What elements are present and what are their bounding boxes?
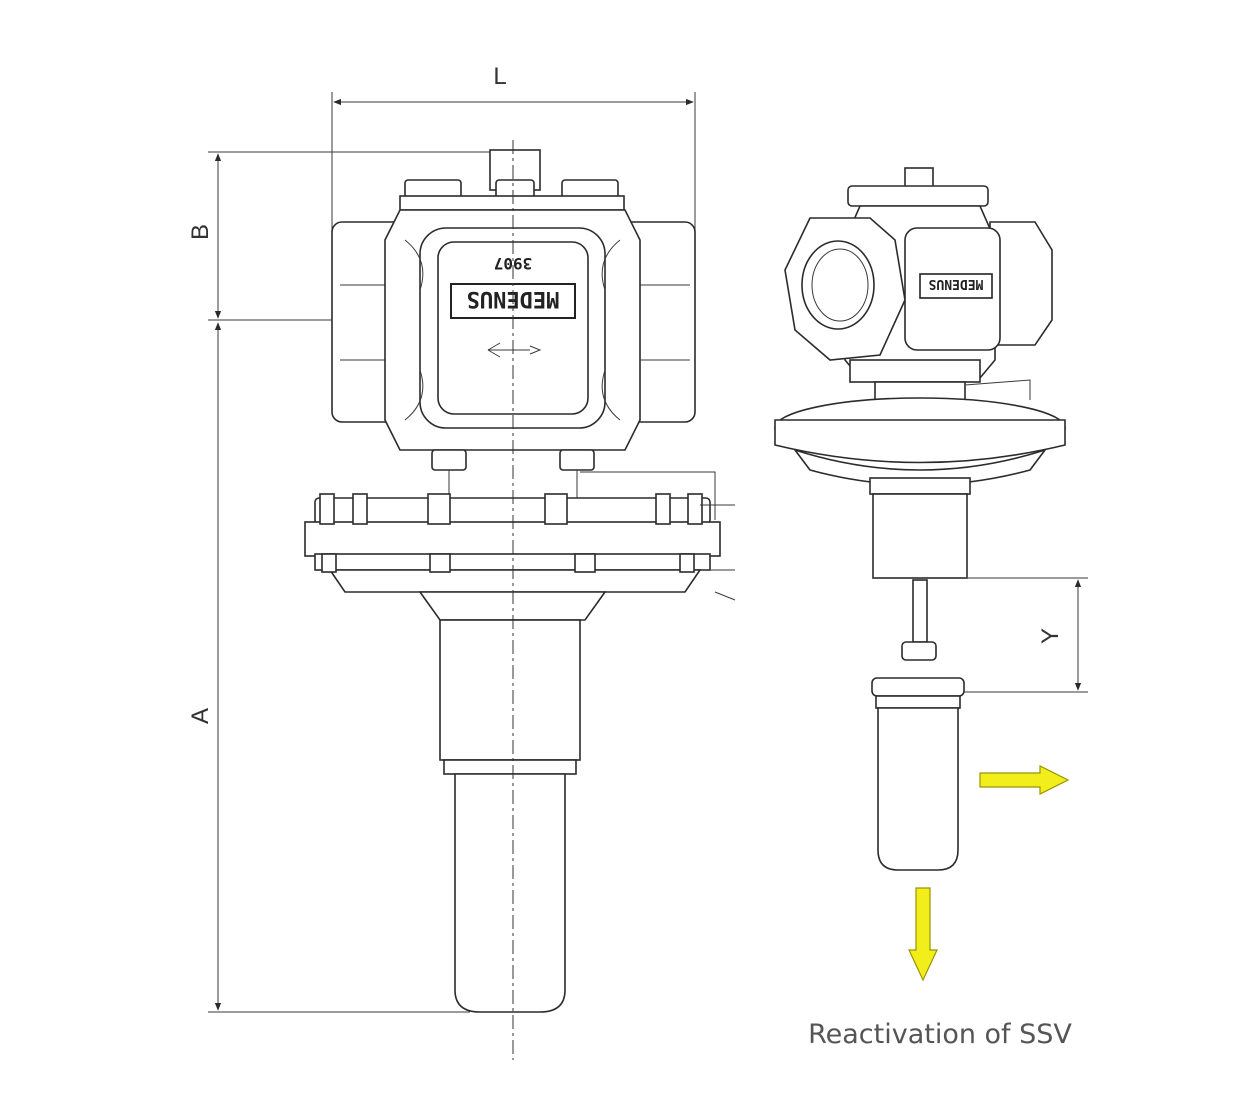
arrow-down-icon	[908, 887, 938, 982]
dimension-label-a: A	[187, 708, 214, 724]
dimension-label-b: B	[187, 224, 214, 240]
isometric-view: MEDENUS Y Reactivation of	[774, 167, 1088, 1050]
dimension-y: Y	[960, 577, 1088, 693]
front-view: L B A	[187, 63, 736, 1060]
removed-cap	[871, 677, 965, 871]
top-bolts	[399, 179, 625, 211]
iso-nameplate: MEDENUS	[919, 273, 993, 299]
spring-housing	[418, 591, 607, 1013]
nameplate-model: 3907	[494, 254, 533, 273]
arrow-right-icon	[979, 765, 1070, 795]
dimension-label-y: Y	[1037, 628, 1064, 644]
dimension-label-l: L	[493, 63, 506, 90]
body-lower-bolts	[431, 449, 716, 520]
iso-nameplate-brand: MEDENUS	[928, 276, 983, 291]
flow-arrow-icon	[487, 342, 542, 358]
diaphragm-flange	[304, 493, 736, 601]
caption-reactivation: Reactivation of SSV	[808, 1019, 1072, 1050]
dimension-a: A	[187, 322, 470, 1013]
